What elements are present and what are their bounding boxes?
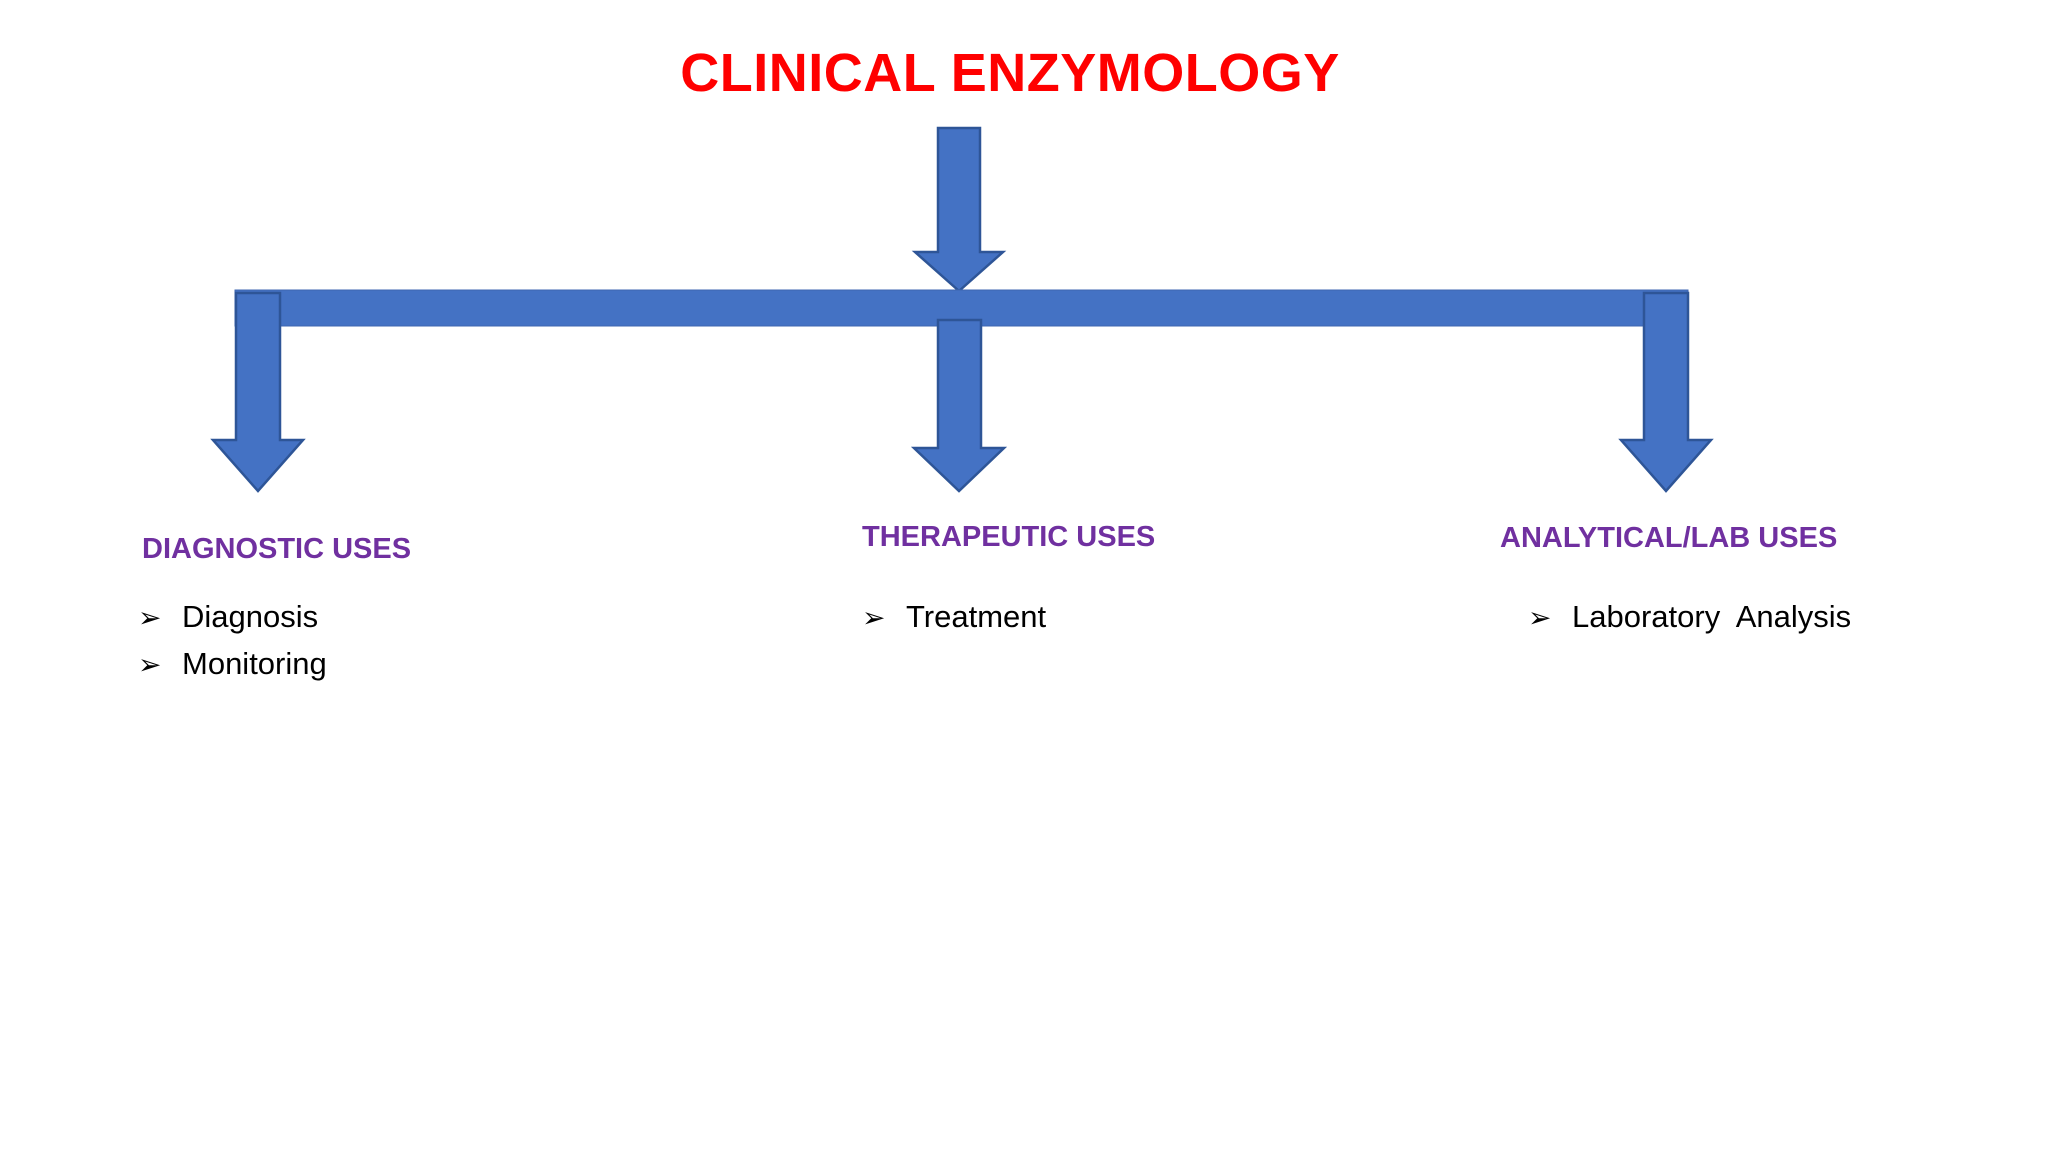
bullet-list-diagnostic: ➢ Diagnosis ➢ Monitoring: [138, 594, 327, 688]
arrowhead-bullet-icon: ➢: [862, 601, 886, 634]
list-item-label: Treatment: [906, 599, 1047, 634]
arrow-down-analytical: [1618, 291, 1714, 493]
column-heading-analytical: ANALYTICAL/LAB USES: [1500, 522, 1838, 554]
list-item: ➢ Treatment: [862, 594, 1046, 641]
list-item-label: Diagnosis: [182, 599, 319, 634]
column-heading-diagnostic: DIAGNOSTIC USES: [142, 533, 412, 565]
arrowhead-bullet-icon: ➢: [1528, 601, 1552, 634]
list-item: ➢ Monitoring: [138, 641, 327, 688]
arrow-down-from-title: [911, 126, 1007, 293]
arrow-down-therapeutic: [910, 318, 1008, 493]
list-item: ➢ Diagnosis: [138, 594, 327, 641]
arrow-down-diagnostic: [210, 291, 306, 493]
flow-diagram: [210, 126, 1714, 493]
list-item: ➢ Laboratory Analysis: [1528, 594, 1851, 641]
arrowhead-bullet-icon: ➢: [138, 648, 162, 681]
page-title: CLINICAL ENZYMOLOGY: [680, 43, 1340, 103]
list-item-label: Laboratory Analysis: [1572, 599, 1852, 634]
list-item-label: Monitoring: [182, 646, 327, 681]
bullet-list-analytical: ➢ Laboratory Analysis: [1528, 594, 1851, 641]
bullet-list-therapeutic: ➢ Treatment: [862, 594, 1046, 641]
arrowhead-bullet-icon: ➢: [138, 601, 162, 634]
column-heading-therapeutic: THERAPEUTIC USES: [862, 521, 1156, 553]
